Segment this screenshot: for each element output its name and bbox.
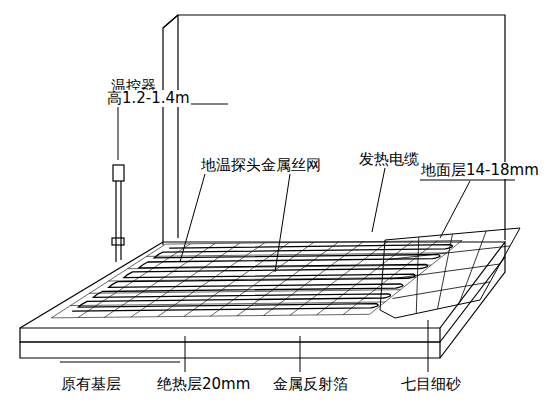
wire-mesh (51, 241, 462, 318)
sand-label: 七目细砂 (400, 376, 462, 393)
base-layer-label: 原有基层 (60, 376, 122, 393)
mesh-line (51, 314, 369, 318)
height-label: 高1.2-1.4m (106, 90, 191, 107)
floor-layer-label: 地面层14-18mm (420, 162, 540, 179)
floor-edge (20, 242, 505, 328)
conduit (115, 181, 116, 262)
thermostat-symbol (113, 165, 124, 181)
wall-edge (163, 15, 178, 28)
conduit (120, 181, 121, 260)
tile-joints (388, 231, 511, 314)
insulation-label: 绝热层20mm (156, 376, 251, 393)
mesh-line (459, 231, 487, 305)
slab-side (440, 242, 505, 358)
slab-side-line (440, 257, 505, 342)
wall-outline (163, 15, 505, 245)
mesh-line (166, 241, 462, 245)
junction-box (112, 238, 124, 245)
heating-cable (72, 245, 452, 312)
foil-label: 金属反射箔 (272, 376, 349, 393)
cable-label: 发热电缆 (358, 151, 420, 168)
base-layer (20, 342, 440, 358)
mesh-label: 金属丝网 (260, 157, 322, 174)
probe-label: 地温探头 (200, 157, 262, 174)
leader-lines (60, 104, 515, 372)
wall-corner (177, 15, 178, 238)
reflective-foil-layer (20, 328, 440, 342)
mesh-line (390, 264, 500, 279)
